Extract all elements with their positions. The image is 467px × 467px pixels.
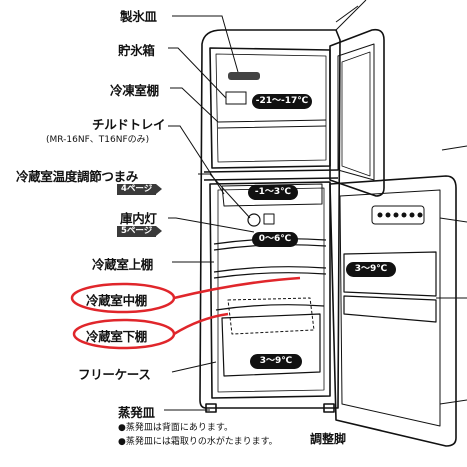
label-ice-tray: 製氷皿 [120,9,157,24]
fridge-door [329,175,457,447]
label-lower-shelf: 冷蔵室下棚 [86,329,148,344]
note-evaporator-location: ●蒸発皿は背面にあります。 [118,423,233,433]
label-adjust-foot: 調整脚 [310,432,347,446]
temp-fridge: 0～6℃ [252,232,298,247]
label-free-case: フリーケース [78,367,151,382]
page-ref-5: 5ページ [117,226,163,237]
label-upper-shelf: 冷蔵室上棚 [92,257,154,272]
note-evaporator-water: ●蒸発皿には霜取りの水がたまります。 [118,437,278,447]
cabinet-body [199,29,341,409]
temp-freezer: -21～-17℃ [252,94,312,109]
freezer-door [329,28,385,197]
page-ref-4: 4ページ [117,184,163,195]
label-temp-knob: 冷蔵室温度調節つまみ [16,169,139,184]
label-ice-box: 貯氷箱 [118,43,155,58]
label-freezer-shelf: 冷凍室棚 [110,83,159,98]
label-evaporator-tray: 蒸発皿 [118,405,155,420]
temp-case: 3～9℃ [250,354,302,369]
label-chilled-tray-note: (MR-16NF、T16NFのみ) [46,135,150,145]
temp-chilled: -1～3℃ [248,185,298,200]
label-chilled-tray: チルドトレイ [92,117,166,132]
label-interior-light: 庫内灯 [120,211,157,226]
temp-door: 3～9℃ [346,262,396,277]
label-middle-shelf: 冷蔵室中棚 [86,293,148,308]
